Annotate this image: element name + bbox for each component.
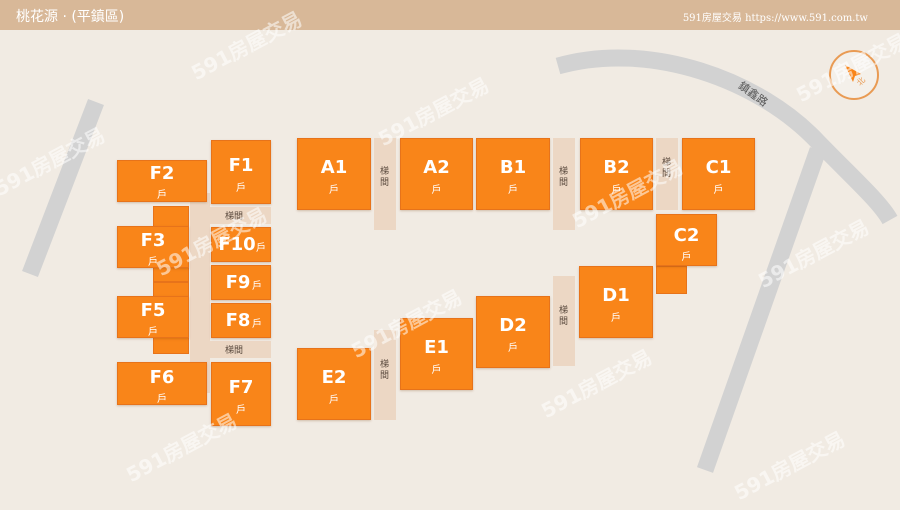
floor-plan-map: 鎮鑫路 北 梯間 梯間 梯間 梯間 梯間 梯間 梯間 F2 戶 F1 戶 F3 …	[0, 7, 900, 510]
unit-a1[interactable]: A1 戶	[297, 138, 371, 210]
unit-b1[interactable]: B1 戶	[476, 138, 550, 210]
stair-f-lower: 梯間	[208, 341, 271, 358]
unit-e1[interactable]: E1 戶	[400, 318, 473, 390]
unit-f8[interactable]: F8 戶	[211, 303, 271, 338]
unit-f3[interactable]: F3 戶	[117, 226, 189, 268]
unit-f9[interactable]: F9 戶	[211, 265, 271, 300]
unit-d2[interactable]: D2 戶	[476, 296, 550, 368]
stair-b2-c1: 梯間	[656, 138, 678, 210]
unit-f1[interactable]: F1 戶	[211, 140, 271, 204]
stair-e2-e1: 梯間	[374, 330, 396, 420]
road-layer: 鎮鑫路	[22, 49, 898, 473]
unit-a2[interactable]: A2 戶	[400, 138, 473, 210]
source-credit: 591房屋交易 https://www.591.com.tw	[682, 13, 868, 24]
unit-f10[interactable]: F10 戶	[211, 227, 271, 262]
road-zhenxin	[555, 49, 898, 225]
stair-a1-a2: 梯間	[374, 138, 396, 230]
unit-f7[interactable]: F7 戶	[211, 362, 271, 426]
north-arrow-icon	[845, 65, 861, 82]
unit-c2-connector	[656, 266, 687, 294]
stair-left-column	[190, 193, 210, 393]
unit-c1[interactable]: C1 戶	[682, 138, 755, 210]
unit-d1[interactable]: D1 戶	[579, 266, 653, 338]
stair-b1-b2: 梯間	[553, 138, 575, 230]
unit-f2[interactable]: F2 戶	[117, 160, 207, 202]
unit-f6[interactable]: F6 戶	[117, 362, 207, 405]
road-west	[22, 98, 104, 278]
page-title: 桃花源 · (平鎮區)	[16, 9, 125, 25]
unit-b2[interactable]: B2 戶	[580, 138, 653, 210]
unit-c2[interactable]: C2 戶	[656, 214, 717, 266]
compass-icon: 北	[829, 50, 879, 100]
unit-e2[interactable]: E2 戶	[297, 348, 371, 420]
header-bar: 桃花源 · (平鎮區) 591房屋交易 https://www.591.com.…	[0, 0, 900, 30]
unit-f5[interactable]: F5 戶	[117, 296, 189, 338]
stair-d2-d1: 梯間	[553, 276, 575, 366]
road-south-east	[696, 147, 827, 473]
stair-f-upper: 梯間	[208, 207, 271, 224]
